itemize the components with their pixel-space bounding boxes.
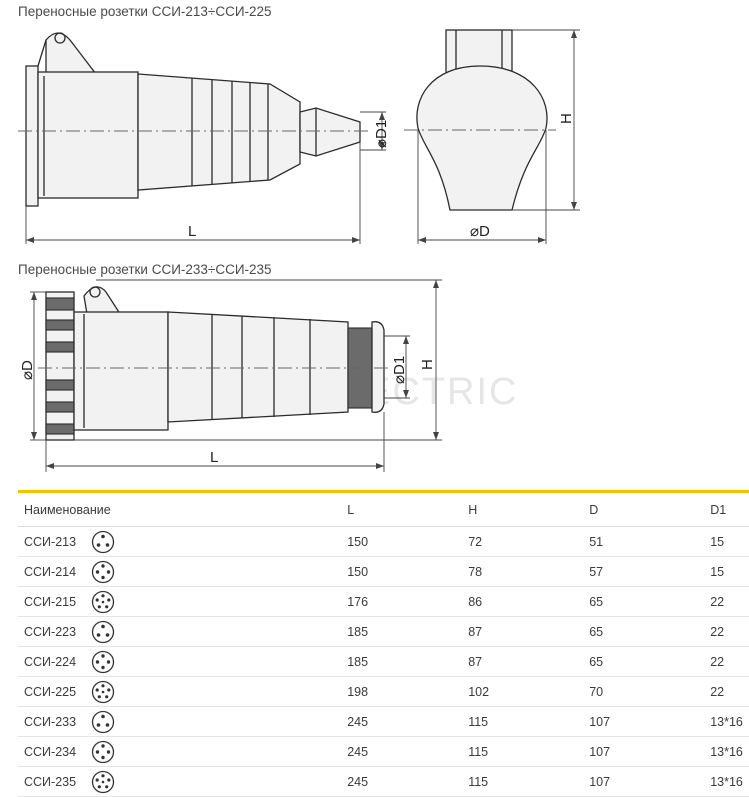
cell-l: 198 <box>341 676 463 707</box>
cell-name: ССИ-225 <box>18 676 86 707</box>
cell-l: 185 <box>341 616 463 647</box>
cell-l: 176 <box>341 586 463 617</box>
cell-name: ССИ-233 <box>18 706 86 737</box>
cell-d1: 22 <box>704 646 749 677</box>
cell-h: 86 <box>462 586 584 617</box>
cell-d: 107 <box>583 736 705 767</box>
cell-name: ССИ-235 <box>18 766 86 797</box>
pin-layout-cell <box>85 526 342 557</box>
cell-h: 115 <box>462 766 584 797</box>
pin-layout-cell <box>85 646 342 677</box>
cell-d1: 15 <box>704 526 749 557</box>
dim-l-label-1: L <box>188 223 196 240</box>
dim-h-label-1: H <box>558 113 575 124</box>
cell-l: 150 <box>341 556 463 587</box>
section1-title: Переносные розетки ССИ-213÷ССИ-225 <box>18 4 272 19</box>
socket-5pin-icon <box>92 590 115 613</box>
header-l: L <box>341 490 463 527</box>
end-view-small: H ⌀D <box>404 29 580 244</box>
dim-d1-label-1: ⌀D1 <box>373 120 390 148</box>
cell-name: ССИ-213 <box>18 526 86 557</box>
cell-h: 115 <box>462 736 584 767</box>
drawing-socket-233-235: FCS ELECTRIC ⌀D ⌀D1 H L <box>19 279 516 472</box>
cell-h: 72 <box>462 526 584 557</box>
dim-d1-label-2: ⌀D1 <box>391 356 408 384</box>
side-view-small: ⌀D1 L <box>18 32 390 244</box>
dim-h-label-2: H <box>419 359 436 370</box>
pin-layout-cell <box>85 556 342 587</box>
cell-name: ССИ-234 <box>18 736 86 767</box>
socket-3pin-icon <box>92 530 115 553</box>
section2-title: Переносные розетки ССИ-233÷ССИ-235 <box>18 262 272 277</box>
cell-d: 51 <box>583 526 705 557</box>
cell-name: ССИ-223 <box>18 616 86 647</box>
pin-layout-cell <box>85 586 342 617</box>
cell-h: 87 <box>462 646 584 677</box>
cell-d1: 22 <box>704 586 749 617</box>
cell-l: 150 <box>341 526 463 557</box>
header-d: D <box>583 490 705 527</box>
cell-d: 107 <box>583 706 705 737</box>
pin-layout-cell <box>85 616 342 647</box>
cell-d: 57 <box>583 556 705 587</box>
cell-d1: 13*16 <box>704 736 749 767</box>
dim-l-label-2: L <box>210 449 218 466</box>
cell-l: 245 <box>341 766 463 797</box>
cell-l: 245 <box>341 736 463 767</box>
dim-d-label-2: ⌀D <box>19 360 36 380</box>
header-d1: D1 <box>704 490 749 527</box>
cell-d: 65 <box>583 616 705 647</box>
pin-layout-cell <box>85 706 342 737</box>
cell-name: ССИ-224 <box>18 646 86 677</box>
cell-d1: 22 <box>704 616 749 647</box>
socket-4pin-icon <box>92 740 115 763</box>
cell-h: 87 <box>462 616 584 647</box>
cell-d1: 13*16 <box>704 706 749 737</box>
cell-h: 115 <box>462 706 584 737</box>
socket-5pin-icon <box>92 680 115 703</box>
cell-d1: 13*16 <box>704 766 749 797</box>
cell-name: ССИ-215 <box>18 586 86 617</box>
pin-layout-cell <box>85 676 342 707</box>
cell-d: 70 <box>583 676 705 707</box>
socket-4pin-icon <box>92 560 115 583</box>
cell-h: 102 <box>462 676 584 707</box>
cell-h: 78 <box>462 556 584 587</box>
cell-d: 65 <box>583 586 705 617</box>
cell-d1: 22 <box>704 676 749 707</box>
cell-d: 65 <box>583 646 705 677</box>
cell-l: 185 <box>341 646 463 677</box>
drawing-socket-213-225: ⌀D1 L H ⌀D <box>18 29 580 244</box>
socket-3pin-icon <box>92 710 115 733</box>
dim-d-label-1: ⌀D <box>470 223 490 240</box>
cell-d1: 15 <box>704 556 749 587</box>
socket-3pin-icon <box>92 620 115 643</box>
header-h: H <box>462 490 584 527</box>
cell-l: 245 <box>341 706 463 737</box>
cell-d: 107 <box>583 766 705 797</box>
socket-4pin-icon <box>92 650 115 673</box>
pin-layout-cell <box>85 766 342 797</box>
pin-layout-cell <box>85 736 342 767</box>
header-name: Наименование <box>18 490 342 527</box>
cell-name: ССИ-214 <box>18 556 86 587</box>
table-header-row: Наименование L H D D1 <box>18 490 749 527</box>
